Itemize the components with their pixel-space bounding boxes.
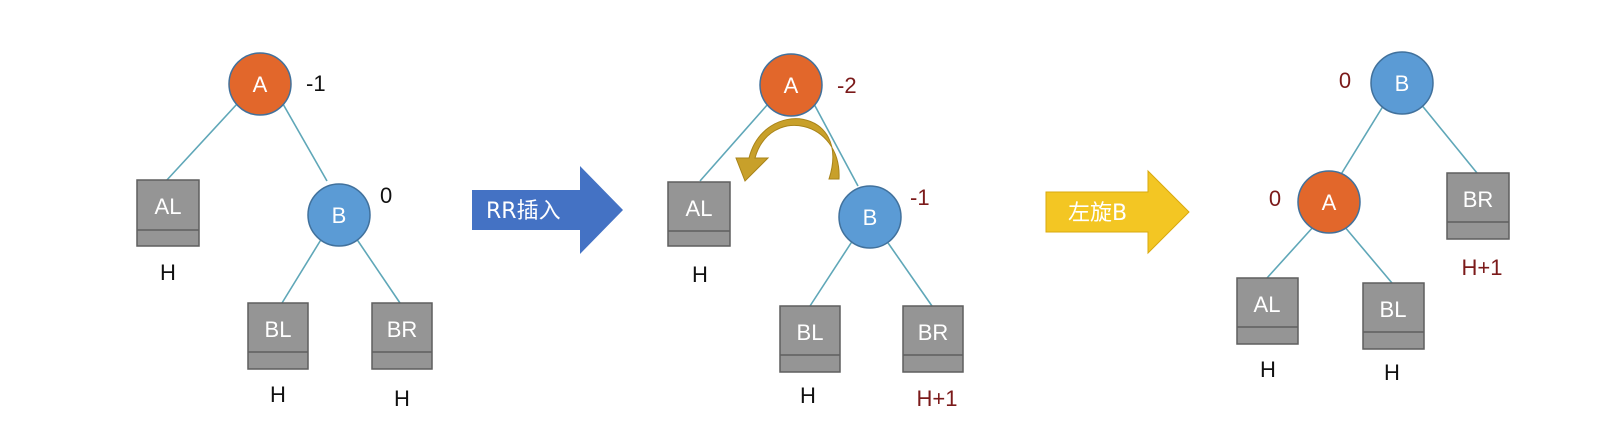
edge-a-al xyxy=(1266,225,1315,279)
rr-insert-arrow-label: RR插入 xyxy=(486,199,561,224)
tree-node-b-label: B xyxy=(332,203,347,228)
edge-a-al xyxy=(165,103,238,182)
edge-b-br xyxy=(885,239,933,307)
tree-node-b xyxy=(838,185,902,249)
subtree-al-label: AL xyxy=(1254,292,1281,317)
subtree-bl-height: H xyxy=(800,383,816,408)
balance-factor-b: -1 xyxy=(910,185,930,210)
subtree-br-height: H xyxy=(394,386,410,411)
subtree-br-label: BR xyxy=(1463,187,1494,212)
balance-factor-b: 0 xyxy=(1339,68,1351,93)
subtree-al-label: AL xyxy=(155,194,182,219)
tree-node-b xyxy=(1370,51,1434,115)
tree-node-b xyxy=(307,183,371,247)
subtree-br xyxy=(902,305,964,373)
rotate-left-arrow-icon xyxy=(735,118,840,182)
edge-a-al xyxy=(699,103,769,182)
subtree-bl xyxy=(1362,282,1425,350)
balance-factor-a: -2 xyxy=(837,73,857,98)
rr-insert-arrow-shape xyxy=(472,166,623,254)
tree-after-rotation: B 0 A 0 BR H+1 AL H BL H xyxy=(1236,51,1510,385)
subtree-al xyxy=(667,181,731,247)
subtree-bl-label: BL xyxy=(265,317,292,342)
edge-b-br xyxy=(1419,102,1478,174)
edge-b-bl xyxy=(281,237,323,304)
subtree-bl xyxy=(247,302,309,370)
tree-node-a-label: A xyxy=(784,73,799,98)
balance-factor-b: 0 xyxy=(380,183,392,208)
rotate-left-b-arrow-label: 左旋B xyxy=(1068,201,1127,226)
edge-b-br xyxy=(355,237,401,304)
tree-node-a xyxy=(1297,170,1361,234)
balance-factor-a: 0 xyxy=(1269,186,1281,211)
subtree-br xyxy=(371,302,433,370)
rotate-left-b-arrow: 左旋B xyxy=(1045,169,1190,255)
edge-b-bl xyxy=(809,239,854,307)
subtree-al-height: H xyxy=(1260,357,1276,382)
subtree-al-height: H xyxy=(692,262,708,287)
balance-factor-a: -1 xyxy=(306,71,326,96)
tree-node-b-label: B xyxy=(1395,71,1410,96)
tree-after-insert: A -2 B -1 AL H BL H BR H+1 xyxy=(667,53,964,411)
subtree-al xyxy=(1236,277,1299,345)
subtree-al xyxy=(136,179,200,247)
subtree-bl-label: BL xyxy=(797,320,824,345)
tree-node-a xyxy=(228,52,292,116)
subtree-bl-height: H xyxy=(1384,360,1400,385)
subtree-br xyxy=(1446,172,1510,240)
subtree-br-label: BR xyxy=(387,317,418,342)
tree-node-a xyxy=(759,53,823,117)
subtree-bl-height: H xyxy=(270,382,286,407)
subtree-br-label: BR xyxy=(918,320,949,345)
tree-before-insert: A -1 B 0 AL H BL H BR H xyxy=(136,52,433,411)
edge-a-b xyxy=(813,103,859,187)
subtree-bl-label: BL xyxy=(1380,297,1407,322)
edge-a-bl xyxy=(1343,225,1393,284)
rotate-left-b-arrow-shape xyxy=(1045,169,1190,255)
edge-a-b xyxy=(282,103,328,182)
subtree-bl xyxy=(779,305,841,373)
tree-node-b-label: B xyxy=(863,205,878,230)
subtree-al-label: AL xyxy=(686,196,713,221)
edge-b-a xyxy=(1339,102,1386,177)
subtree-br-height: H+1 xyxy=(1462,255,1503,280)
subtree-br-height: H+1 xyxy=(917,386,958,411)
rr-insert-arrow: RR插入 xyxy=(472,166,623,254)
tree-node-a-label: A xyxy=(1322,190,1337,215)
tree-node-a-label: A xyxy=(253,72,268,97)
subtree-al-height: H xyxy=(160,260,176,285)
